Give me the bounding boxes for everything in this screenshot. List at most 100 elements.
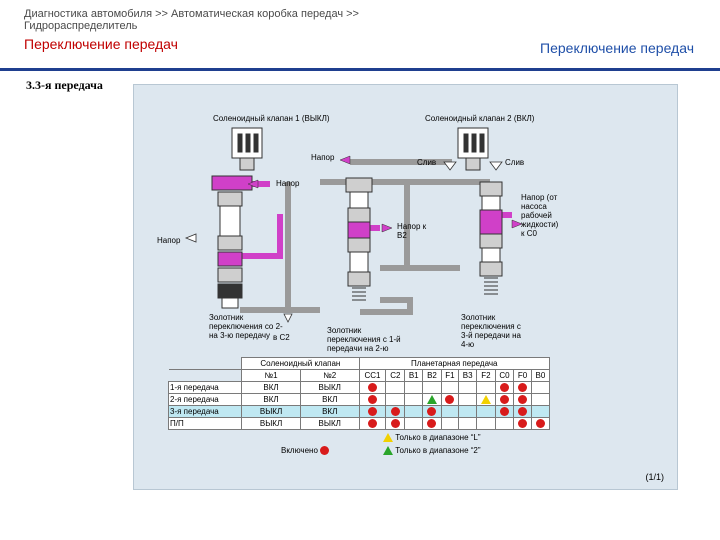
cell-F2 xyxy=(476,405,496,418)
col-header: F1 xyxy=(440,369,460,382)
row-gear: 2-я передача xyxy=(167,393,243,406)
row-gear: 1-я передача xyxy=(167,381,243,394)
cell-В2 xyxy=(422,417,442,430)
row-s1: ВЫКЛ xyxy=(241,417,301,430)
yellow-triangle-icon xyxy=(480,395,491,405)
cell-В2 xyxy=(422,393,442,406)
cell-F1 xyxy=(440,393,460,406)
label-drain-1: Слив xyxy=(417,158,437,167)
label-solenoid-1: Соленоидный клапан 1 (ВЫКЛ) xyxy=(213,114,330,123)
cell-СС1 xyxy=(358,405,387,418)
row-s1: ВЫКЛ xyxy=(241,405,301,418)
legend-on: Включено xyxy=(281,446,330,456)
cell-С0 xyxy=(494,405,515,418)
cell-С2 xyxy=(385,405,406,418)
cell-В3 xyxy=(458,393,478,406)
row-s2: ВКЛ xyxy=(299,393,360,406)
red-dot-icon xyxy=(427,419,437,429)
cell-СС1 xyxy=(358,393,387,406)
row-s2: ВЫКЛ xyxy=(299,381,360,394)
label-pressure-top: Напор xyxy=(311,153,335,162)
col-header: В2 xyxy=(422,369,442,382)
col-header: F0 xyxy=(513,369,532,382)
header: Диагностика автомобиля >> Автоматическая… xyxy=(0,0,720,72)
red-dot-icon xyxy=(368,419,377,429)
channel-low xyxy=(360,297,413,315)
gear-section-title: 3.3-я передача xyxy=(26,78,103,92)
cell-В3 xyxy=(458,405,478,418)
row-s2: ВКЛ xyxy=(299,405,360,418)
cell-В2 xyxy=(422,381,442,394)
cell-В0 xyxy=(530,405,551,418)
red-dot-icon xyxy=(535,419,545,429)
cell-СС1 xyxy=(358,381,387,394)
breadcrumb: Диагностика автомобиля >> Автоматическая… xyxy=(24,8,359,32)
cell-В0 xyxy=(530,381,551,394)
red-dot-icon xyxy=(518,395,528,405)
cell-В3 xyxy=(458,417,478,430)
cell-С0 xyxy=(494,417,515,430)
cell-В0 xyxy=(530,393,551,406)
col-s2: №2 xyxy=(299,369,360,382)
label-pressure-b2: Напор к В2 xyxy=(397,222,427,240)
col-header: СС1 xyxy=(358,369,387,382)
cell-С0 xyxy=(494,381,515,394)
red-dot-icon xyxy=(518,419,528,429)
row-s2: ВЫКЛ xyxy=(299,417,360,430)
col-header: В3 xyxy=(458,369,478,382)
breadcrumb-line-1[interactable]: Диагностика автомобиля >> Автоматическая… xyxy=(24,8,359,20)
arrow-drain-2 xyxy=(489,161,503,171)
label-to-c2: в С2 xyxy=(273,333,290,342)
breadcrumb-line-2[interactable]: Гидрораспределитель xyxy=(24,20,138,32)
legend-2-range-label: Только в диапазоне “2” xyxy=(395,446,481,455)
label-spool-12: Золотник переключения с 1-й передачи на … xyxy=(327,326,401,353)
cell-F1 xyxy=(440,381,460,394)
cell-F2 xyxy=(476,381,496,394)
red-dot-icon xyxy=(368,383,377,393)
cell-С2 xyxy=(385,417,406,430)
label-solenoid-2: Соленоидный клапан 2 (ВКЛ) xyxy=(425,114,535,123)
cell-F0 xyxy=(513,405,532,418)
legend-l-range-label: Только в диапазоне “L” xyxy=(395,433,481,442)
red-dot-icon xyxy=(390,419,400,429)
arrow-b2 xyxy=(381,223,393,233)
col-header: В1 xyxy=(404,369,424,382)
header-divider xyxy=(0,68,720,71)
col-header: В0 xyxy=(530,369,551,382)
cell-F2 xyxy=(476,393,496,406)
red-dot-icon xyxy=(445,395,455,405)
page-number: (1/1) xyxy=(645,472,664,482)
solenoid-valve-2 xyxy=(457,127,489,171)
cell-С2 xyxy=(385,393,406,406)
red-dot-icon xyxy=(499,395,509,405)
cell-С2 xyxy=(385,381,406,394)
red-dot-icon xyxy=(368,407,377,417)
cell-F2 xyxy=(476,417,496,430)
cell-СС1 xyxy=(358,417,387,430)
red-dot-icon xyxy=(499,383,509,393)
red-dot-icon xyxy=(390,407,400,417)
label-pressure-mid: Напор xyxy=(276,179,300,188)
yellow-triangle-icon xyxy=(383,433,393,443)
arrow-pressure-mid xyxy=(247,179,259,189)
group-solenoid: Соленоидный клапан xyxy=(241,357,360,370)
arrow-pressure-left xyxy=(184,233,197,243)
label-pressure-left: Напор xyxy=(157,236,181,245)
cell-В1 xyxy=(404,393,424,406)
cell-F0 xyxy=(513,381,532,394)
green-triangle-icon xyxy=(383,446,393,456)
red-dot-icon xyxy=(518,407,528,417)
red-dot-icon xyxy=(518,383,528,393)
cell-В0 xyxy=(530,417,551,430)
cell-С0 xyxy=(494,393,515,406)
section-heading: Переключение передач xyxy=(540,40,694,56)
green-triangle-icon xyxy=(426,395,437,405)
label-drain-2: Слив xyxy=(505,158,525,167)
label-pressure-pump: Напор (от насоса рабочей жидкости) xyxy=(521,193,559,229)
row-s1: ВКЛ xyxy=(241,381,301,394)
spool-valve-12 xyxy=(345,177,373,301)
label-to-c0: к С0 xyxy=(521,229,537,238)
